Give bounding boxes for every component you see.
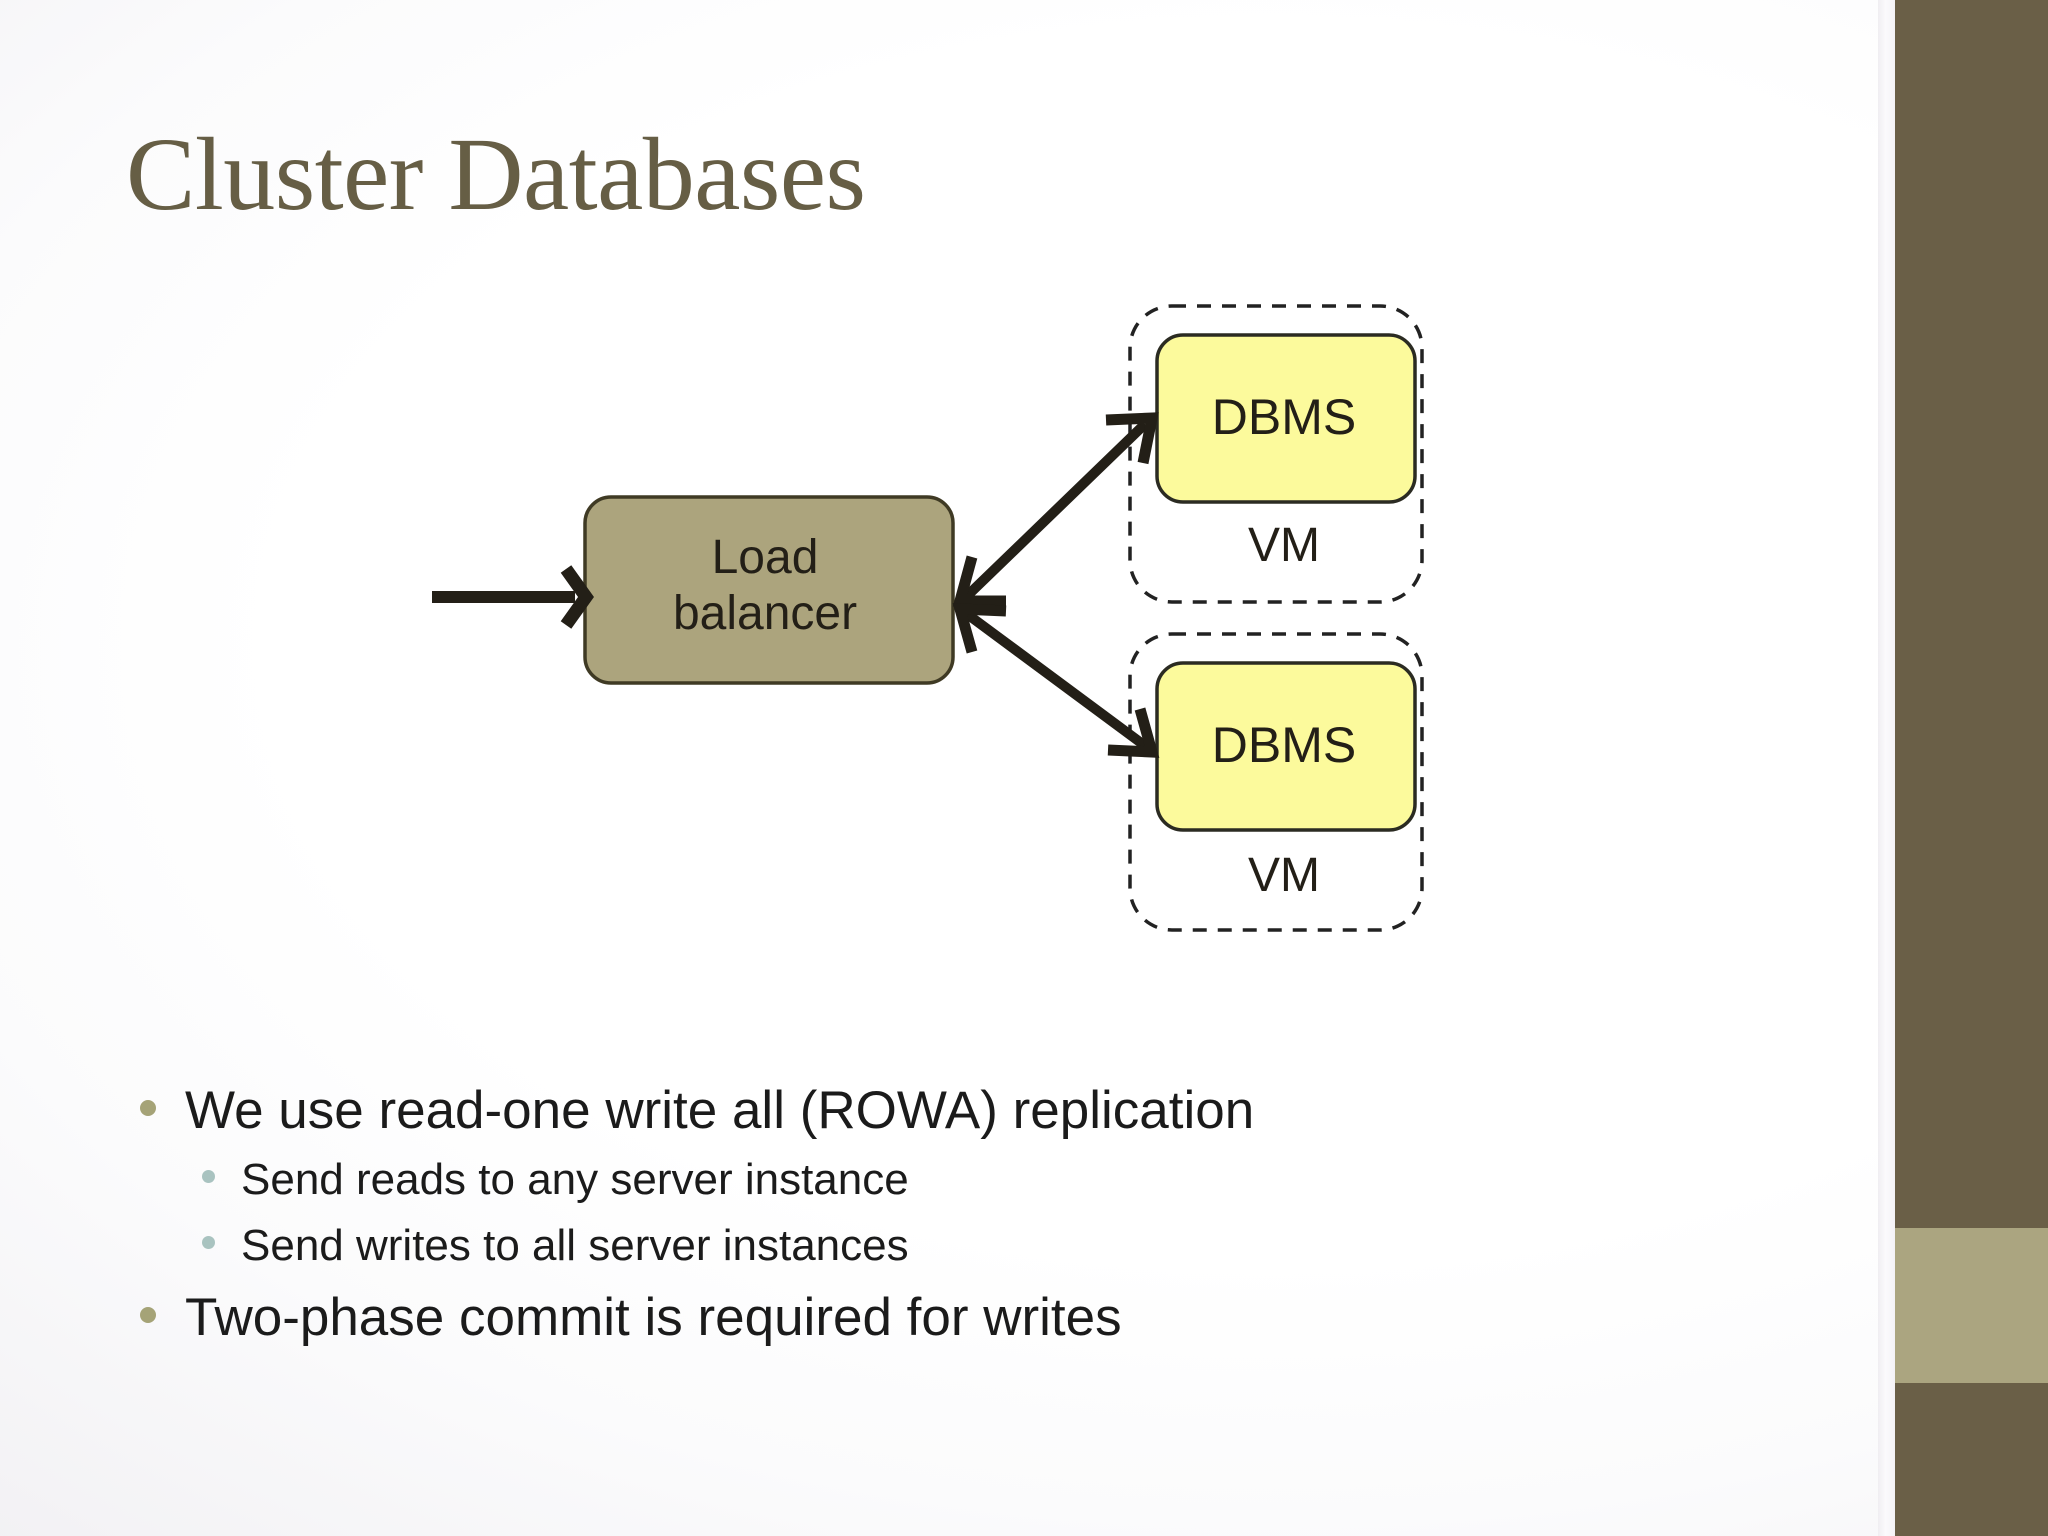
bullet-dot-icon	[140, 1100, 156, 1116]
dbms-1-box	[1155, 333, 1417, 504]
edge-load-balancer-to-dbms-1	[952, 412, 1159, 607]
cluster-architecture-diagram: Load balancer DBMS VM DBMS VM	[432, 304, 1424, 932]
bullet-list: We use read-one write all (ROWA) replica…	[140, 1080, 1840, 1362]
bullet-text: We use read-one write all (ROWA) replica…	[185, 1081, 1255, 1140]
bullet-item: Send reads to any server instance	[140, 1155, 1840, 1205]
bullet-text: Two-phase commit is required for writes	[185, 1288, 1122, 1347]
diagram-shapes	[432, 304, 1424, 932]
bullet-item: Two-phase commit is required for writes	[140, 1287, 1840, 1348]
page-title: Cluster Databases	[126, 117, 866, 232]
dbms-2-box	[1155, 661, 1417, 832]
bullet-item: Send writes to all server instances	[140, 1221, 1840, 1271]
bullet-item: We use read-one write all (ROWA) replica…	[140, 1080, 1840, 1141]
bullet-text: Send reads to any server instance	[241, 1155, 909, 1204]
bullet-dot-icon	[202, 1236, 215, 1249]
edge-client-to-load-balancer	[432, 565, 594, 629]
sidebar-band-lower-dark	[1895, 1383, 2048, 1536]
edge-load-balancer-to-dbms-2	[952, 603, 1160, 758]
sidebar-band-upper-dark	[1895, 0, 2048, 1228]
bullet-dot-icon	[202, 1170, 215, 1183]
sidebar-band-light-accent	[1895, 1228, 2048, 1383]
bullet-text: Send writes to all server instances	[241, 1221, 909, 1270]
load-balancer-box	[583, 495, 955, 685]
sidebar-gutter	[1878, 0, 1895, 1536]
bullet-dot-icon	[140, 1307, 156, 1323]
